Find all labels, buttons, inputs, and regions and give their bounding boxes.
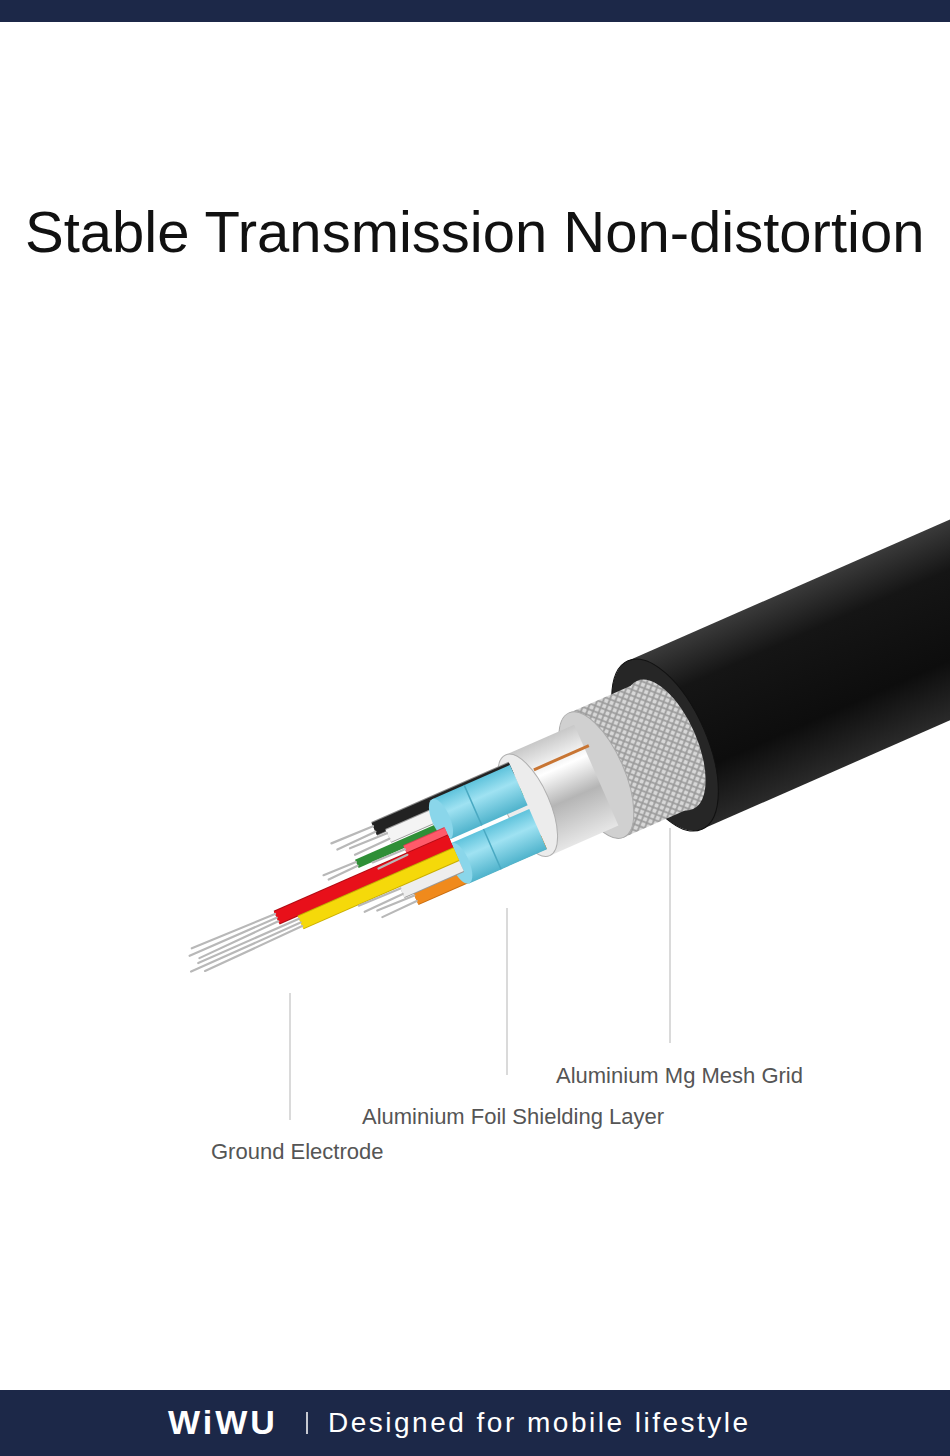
strand [191, 922, 301, 971]
bare-strands [167, 817, 427, 996]
title: Stable Transmission Non-distortion [25, 197, 924, 267]
footer-separator [306, 1412, 308, 1434]
strand [378, 855, 408, 869]
leader-line [507, 908, 508, 1075]
strand [350, 832, 387, 849]
yellow-wire [301, 854, 457, 922]
leader-line [290, 993, 291, 1120]
sleeve-seam [464, 785, 482, 825]
wire-outline [277, 841, 451, 917]
part-label: Ground Electrode [211, 1139, 383, 1165]
cable [147, 452, 950, 1041]
red-wire [277, 841, 451, 917]
strand [382, 901, 417, 917]
strand [204, 926, 303, 971]
strand [328, 866, 358, 880]
leader-line [670, 828, 671, 1043]
strand [190, 918, 277, 956]
drain-wire [534, 746, 589, 770]
footer-bar [0, 1390, 950, 1456]
tagline: Designed for mobile lifestyle [328, 1406, 751, 1440]
part-label: Aluminium Foil Shielding Layer [362, 1104, 664, 1130]
strand [198, 919, 299, 963]
brand-logo: WiWU [168, 1402, 278, 1443]
wire-outline [301, 854, 457, 922]
strand [364, 894, 403, 912]
top-bar [0, 0, 950, 22]
part-label: Aluminium Mg Mesh Grid [556, 1063, 803, 1089]
strand [355, 839, 390, 855]
sleeve-seam [483, 829, 501, 869]
strand [373, 848, 405, 863]
strand [199, 921, 279, 958]
